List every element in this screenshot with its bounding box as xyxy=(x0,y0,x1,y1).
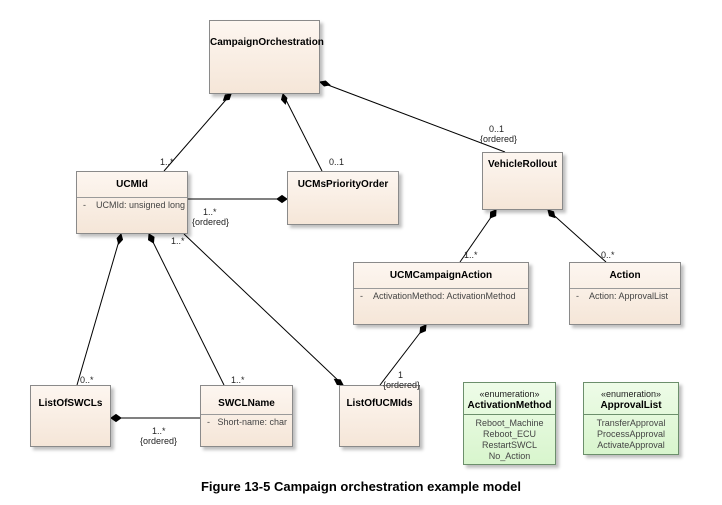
enum-stereotype: «enumeration» xyxy=(479,389,540,399)
diamond-listofswcls-swclname xyxy=(110,413,122,423)
class-name: VehicleRollout xyxy=(488,159,557,170)
class-divider xyxy=(77,197,187,198)
class-attribute: - ActivationMethod: ActivationMethod xyxy=(360,291,516,301)
multiplicity-co-ucmid: 1..* xyxy=(160,157,174,167)
diamond-rollout-campaign-action xyxy=(489,209,497,219)
multiplicity-co-rollout: 0..1 xyxy=(489,124,505,134)
class-name: ListOfUCMIds xyxy=(346,398,413,409)
diamond-ucmid-listofucmids xyxy=(333,378,344,386)
class-attribute: - Action: ApprovalList xyxy=(576,291,669,301)
attribute-text: ActivationMethod: ActivationMethod xyxy=(373,291,516,301)
multiplicity-rollout-action: 0..* xyxy=(601,250,615,260)
multiplicity-campaign-action-list-ordered: {ordered} xyxy=(383,380,421,390)
assoc-rollout-action xyxy=(547,209,607,263)
multiplicity-co-priority: 0..1 xyxy=(329,157,345,167)
class-campaign-orchestration[interactable]: CampaignOrchestration xyxy=(209,20,324,94)
class-swcl-name[interactable]: SWCLName - Short-name: char xyxy=(200,385,293,447)
enum-literal: Reboot_ECU xyxy=(482,429,537,439)
enum-stereotype: «enumeration» xyxy=(600,389,662,399)
assoc-co-rollout xyxy=(319,81,506,153)
class-divider xyxy=(570,288,680,289)
class-name: UCMId xyxy=(116,179,148,190)
enum-divider xyxy=(584,414,678,415)
diamond-ucmid-swclname xyxy=(147,233,155,244)
diamond-rollout-action xyxy=(547,209,556,219)
class-name: ListOfSWCLs xyxy=(38,398,103,409)
enum-name: ActivationMethod xyxy=(467,400,552,411)
multiplicity-listofswcls-swclname: 1..* xyxy=(152,426,166,436)
enum-approval-list[interactable]: «enumeration» ApprovalList TransferAppro… xyxy=(583,382,679,455)
class-divider xyxy=(354,288,528,289)
diamond-campaign-action-list xyxy=(419,324,427,334)
assoc-ucmid-listofucmids xyxy=(183,233,344,386)
attribute-text: Action: ApprovalList xyxy=(589,291,669,301)
class-ucm-campaign-action[interactable]: UCMCampaignAction - ActivationMethod: Ac… xyxy=(353,262,529,325)
enum-divider xyxy=(464,414,555,415)
diamond-co-ucmid xyxy=(222,93,232,101)
class-divider xyxy=(201,414,292,415)
figure-caption: Figure 13-5 Campaign orchestration examp… xyxy=(200,479,522,494)
enum-literal: Reboot_Machine xyxy=(475,418,544,428)
multiplicity-ucmid-listofucmids: 1..* xyxy=(171,236,185,246)
enum-literal: ActivateApproval xyxy=(597,440,665,450)
multiplicity-rollout-campaign-action: 1..* xyxy=(464,250,478,260)
assoc-ucmid-listofswcls xyxy=(76,233,122,386)
class-ucms-priority-order[interactable]: UCMsPriorityOrder xyxy=(287,171,399,225)
class-vehicle-rollout[interactable]: VehicleRollout xyxy=(482,152,563,210)
enum-activation-method[interactable]: «enumeration» ActivationMethod Reboot_Ma… xyxy=(463,382,556,465)
diamond-ucmid-priority xyxy=(276,194,288,204)
assoc-co-priority xyxy=(282,93,323,172)
class-attribute: - Short-name: char xyxy=(207,417,288,427)
class-action[interactable]: Action - Action: ApprovalList xyxy=(569,262,681,325)
enum-literal: RestartSWCL xyxy=(481,440,537,450)
attribute-text: UCMId: unsigned long xyxy=(96,200,186,210)
multiplicity-ucmid-priority: 1..* xyxy=(203,207,217,217)
class-name: SWCLName xyxy=(218,398,275,409)
multiplicity-campaign-action-list: 1 xyxy=(398,370,404,380)
class-list-of-swcls[interactable]: ListOfSWCLs xyxy=(30,385,111,447)
class-name: Action xyxy=(609,270,641,281)
enum-name: ApprovalList xyxy=(600,400,662,411)
multiplicity-ucmid-listofswcls: 0..* xyxy=(80,375,94,385)
class-name: UCMCampaignAction xyxy=(389,270,493,281)
assoc-co-ucmid xyxy=(163,93,232,172)
class-list-of-ucm-ids[interactable]: ListOfUCMIds xyxy=(339,385,420,447)
multiplicity-ucmid-priority-ordered: {ordered} xyxy=(192,217,230,227)
multiplicity-co-rollout-ordered: {ordered} xyxy=(480,134,518,144)
diamond-ucmid-listofswcls xyxy=(116,232,124,245)
enum-literal: ProcessApproval xyxy=(596,429,666,439)
attribute-text: Short-name: char xyxy=(217,417,288,427)
assoc-ucmid-swclname xyxy=(148,233,225,386)
enum-literal: TransferApproval xyxy=(596,418,666,428)
enum-literal: No_Action xyxy=(488,451,531,461)
class-name: CampaignOrchestration xyxy=(210,37,324,48)
class-attribute: - UCMId: unsigned long xyxy=(83,200,186,210)
multiplicity-listofswcls-swclname-ordered: {ordered} xyxy=(140,436,178,446)
class-name: UCMsPriorityOrder xyxy=(297,179,389,190)
assoc-campaign-action-list xyxy=(379,324,427,386)
multiplicity-ucmid-swclname: 1..* xyxy=(231,375,245,385)
class-ucm-id[interactable]: UCMId - UCMId: unsigned long xyxy=(76,171,188,234)
diamond-co-priority xyxy=(280,92,288,105)
diamond-co-rollout xyxy=(318,80,331,87)
assoc-rollout-campaign-action xyxy=(459,209,497,263)
